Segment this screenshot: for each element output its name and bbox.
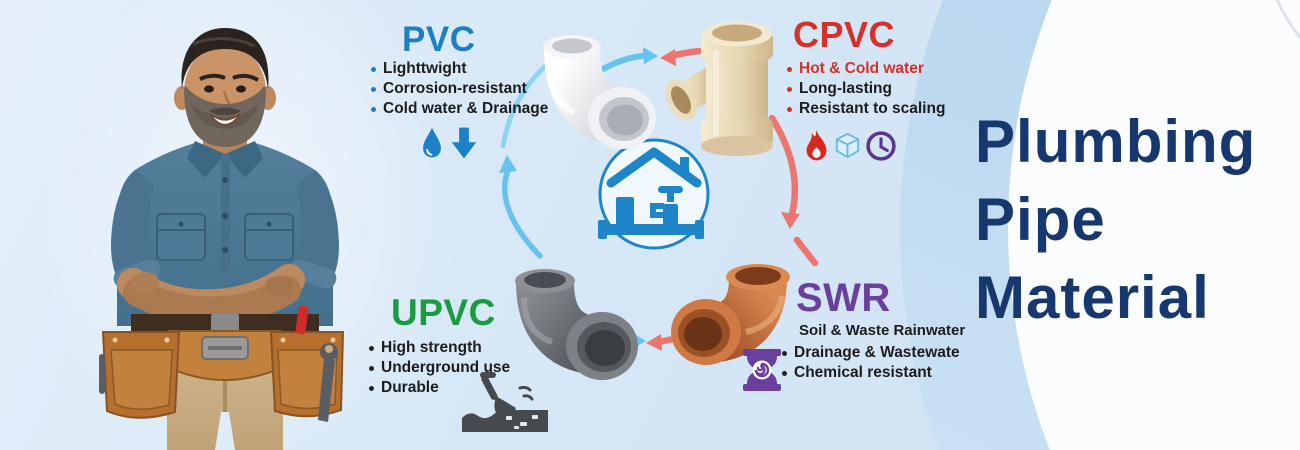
cpvc-bullet-highlight: Hot & Cold water [787, 59, 945, 79]
water-drop-icon [423, 127, 441, 158]
page-title-line: Plumbing [975, 108, 1257, 175]
bullet-dot [371, 106, 376, 112]
cpvc-icon-row [803, 129, 897, 162]
plumber-crossed-arms-figure [99, 28, 345, 450]
cpvc-title: CPVC [793, 14, 896, 55]
swr-bullet: Chemical resistant [782, 363, 960, 383]
bullet-dot [369, 365, 374, 371]
upvc-title: UPVC [391, 292, 496, 333]
page-title-line: Pipe [975, 186, 1106, 253]
blue-up-arc-arrow [499, 59, 553, 259]
top-red-arrow [660, 47, 703, 66]
cpvc-bullet-list: Hot & Cold water Long-lasting Resistant … [787, 59, 945, 119]
pvc-title: PVC [402, 20, 476, 59]
swr-bullet-list: Drainage & Wastewate Chemical resistant [782, 343, 960, 383]
swr-bullet: Drainage & Wastewate [782, 343, 960, 363]
down-arrow-icon [451, 127, 477, 159]
upvc-bullet: High strength [369, 338, 510, 358]
ice-cube-icon [835, 133, 860, 158]
clock-icon [866, 130, 896, 161]
gray-upvc-elbow [515, 269, 638, 380]
swr-title: SWR [796, 276, 891, 320]
top-blue-arrow [600, 47, 658, 72]
bullet-dot [371, 66, 376, 72]
house-plumbing-icon [598, 138, 710, 250]
background-white-blob [1008, 0, 1300, 450]
swr-subtitle: Soil & Waste Rainwater [799, 322, 966, 339]
orange-swr-elbow [671, 264, 790, 365]
page-title: Plumbing Pipe Material [975, 103, 1256, 337]
cpvc-bullet: Resistant to scaling [787, 99, 945, 119]
cream-cpvc-tee [665, 21, 773, 156]
pvc-bullet: Lighttwight [371, 59, 548, 79]
bullet-dot [371, 86, 376, 92]
upvc-bullet-list: High strength Underground use Durable [369, 338, 510, 398]
bullet-dot [369, 345, 374, 351]
red-down-arc-arrow [768, 114, 819, 267]
bullet-dot [787, 106, 792, 112]
pvc-bullet-list: Lighttwight Corrosion-resistant Cold wat… [371, 59, 548, 119]
shovel-digging-icon [462, 372, 548, 432]
bullet-dot [782, 370, 787, 376]
upvc-bullet: Durable [369, 378, 510, 398]
pvc-bullet: Corrosion-resistant [371, 79, 548, 99]
pvc-icon-row [421, 126, 477, 160]
pvc-bullet: Cold water & Drainage [371, 99, 548, 119]
bullet-dot [782, 350, 787, 356]
bullet-dot [787, 86, 792, 92]
upvc-bullet: Underground use [369, 358, 510, 378]
white-pvc-elbow [543, 35, 656, 149]
bullet-dot [787, 66, 792, 72]
cpvc-bullet: Long-lasting [787, 79, 945, 99]
flame-icon [806, 129, 827, 161]
bullet-dot [369, 385, 374, 391]
page-title-line: Material [975, 264, 1210, 331]
drain-vortex-icon [743, 349, 781, 391]
